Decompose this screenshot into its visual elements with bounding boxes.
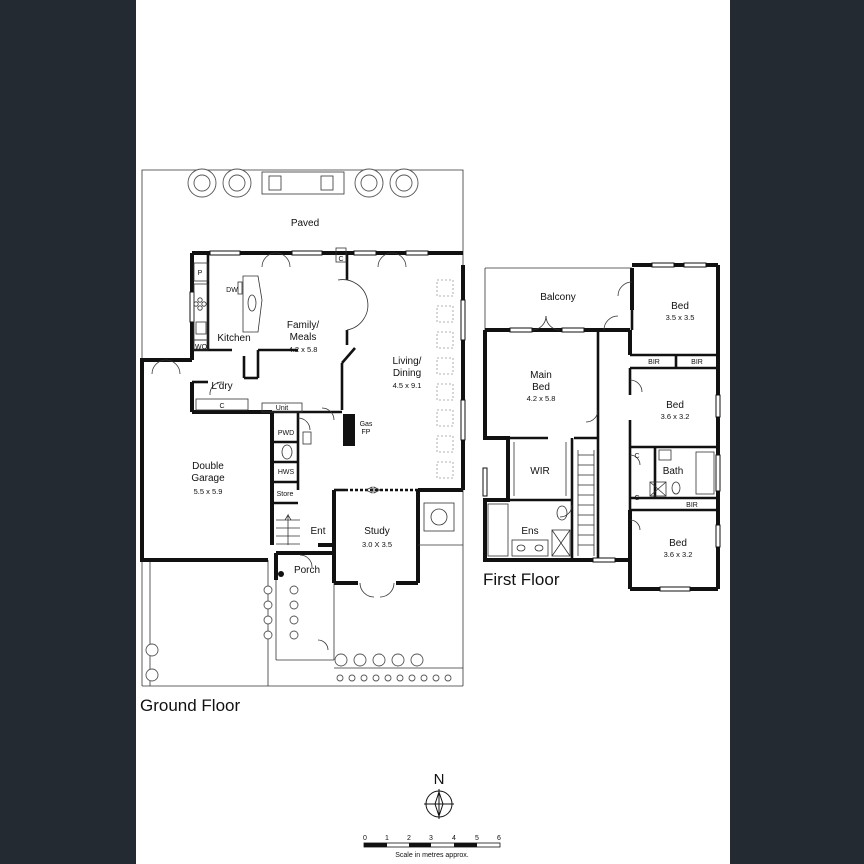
garage-label-2: Garage (191, 473, 225, 484)
bath-cupboard-1: C (634, 453, 639, 460)
first-floor-doors (531, 281, 643, 531)
north-compass-icon (424, 789, 454, 819)
family-meals-label-2: Meals (290, 332, 317, 343)
main-bed-label-2: Bed (532, 382, 550, 393)
scale-tick-1: 1 (385, 835, 389, 842)
garage-dimensions: 5.5 x 5.9 (194, 487, 223, 496)
shrub-icons (145, 585, 452, 682)
scale-tick-2: 2 (407, 835, 411, 842)
living-dining-label: Living/ (393, 356, 422, 367)
bath-label: Bath (663, 466, 684, 477)
scale-tick-0: 0 (363, 835, 367, 842)
scale-tick-4: 4 (452, 835, 456, 842)
study-label: Study (364, 526, 390, 537)
study-dimensions: 3.0 X 3.5 (362, 540, 392, 549)
dw-label: DW (226, 287, 238, 294)
bed3-dimensions: 3.6 x 3.2 (664, 550, 693, 559)
wir-label: WIR (530, 466, 549, 477)
laundry-cupboard-label: C (219, 403, 224, 410)
first-floor-interior-walls (508, 310, 718, 560)
pantry-label: P (198, 270, 203, 277)
pwd-label: PWD (278, 430, 294, 437)
laundry-label: L'dry (211, 381, 232, 392)
scale-caption: Scale in metres approx. (395, 852, 469, 859)
bir-label-3: BIR (686, 502, 698, 509)
kitchen-fittings (193, 247, 347, 351)
bir-label-1: BIR (648, 359, 660, 366)
garage-label: Double (192, 461, 224, 472)
entry-label: Ent (310, 526, 325, 537)
living-dining-label-2: Dining (393, 368, 421, 379)
ensuite-label: Ens (521, 526, 538, 537)
porch-light (278, 571, 284, 577)
bed2-dimensions: 3.6 x 3.2 (661, 412, 690, 421)
first-floor-title: First Floor (483, 570, 560, 589)
ground-doors (151, 252, 407, 651)
gas-fp-label-2: FP (362, 429, 371, 436)
scale-bar (363, 842, 501, 848)
scale-tick-labels: 0 1 2 3 4 5 6 (363, 835, 501, 842)
compass-north-label: N (434, 771, 445, 788)
porch-label: Porch (294, 565, 320, 576)
bath-cupboard-2: C (634, 495, 639, 502)
scale-tick-6: 6 (497, 835, 501, 842)
kitchen-label: Kitchen (217, 333, 250, 344)
store-label: Store (277, 491, 294, 498)
scale-tick-5: 5 (475, 835, 479, 842)
main-bed-label: Main (530, 370, 552, 381)
wo-label: WO (195, 344, 208, 351)
bed2-label: Bed (666, 400, 684, 411)
ground-stairs (276, 513, 300, 545)
gas-fp-label: Gas (360, 421, 373, 428)
living-dining-dimensions: 4.5 x 9.1 (393, 381, 422, 390)
family-meals-dimensions: 4.2 x 5.8 (289, 345, 318, 354)
bed1-label: Bed (671, 301, 689, 312)
ground-windows (189, 250, 466, 441)
bir-label-2: BIR (691, 359, 703, 366)
first-floor-windows (482, 262, 721, 592)
bed1-dimensions: 3.5 x 3.5 (666, 313, 695, 322)
paved-label: Paved (291, 218, 319, 229)
balcony-label: Balcony (540, 292, 576, 303)
gas-fireplace (343, 414, 355, 446)
cupboard-label: C (338, 256, 343, 263)
hws-label: HWS (278, 469, 295, 476)
bed3-label: Bed (669, 538, 687, 549)
ground-floor-title: Ground Floor (140, 696, 240, 715)
main-bed-dimensions: 4.2 x 5.8 (527, 394, 556, 403)
first-floor-stairs (577, 450, 595, 556)
unit-label: Unit (276, 405, 289, 412)
living-dining-ceiling-grid (436, 279, 454, 479)
family-meals-label: Family/ (287, 320, 319, 331)
tree-icons-top (187, 168, 419, 198)
scale-tick-3: 3 (429, 835, 433, 842)
